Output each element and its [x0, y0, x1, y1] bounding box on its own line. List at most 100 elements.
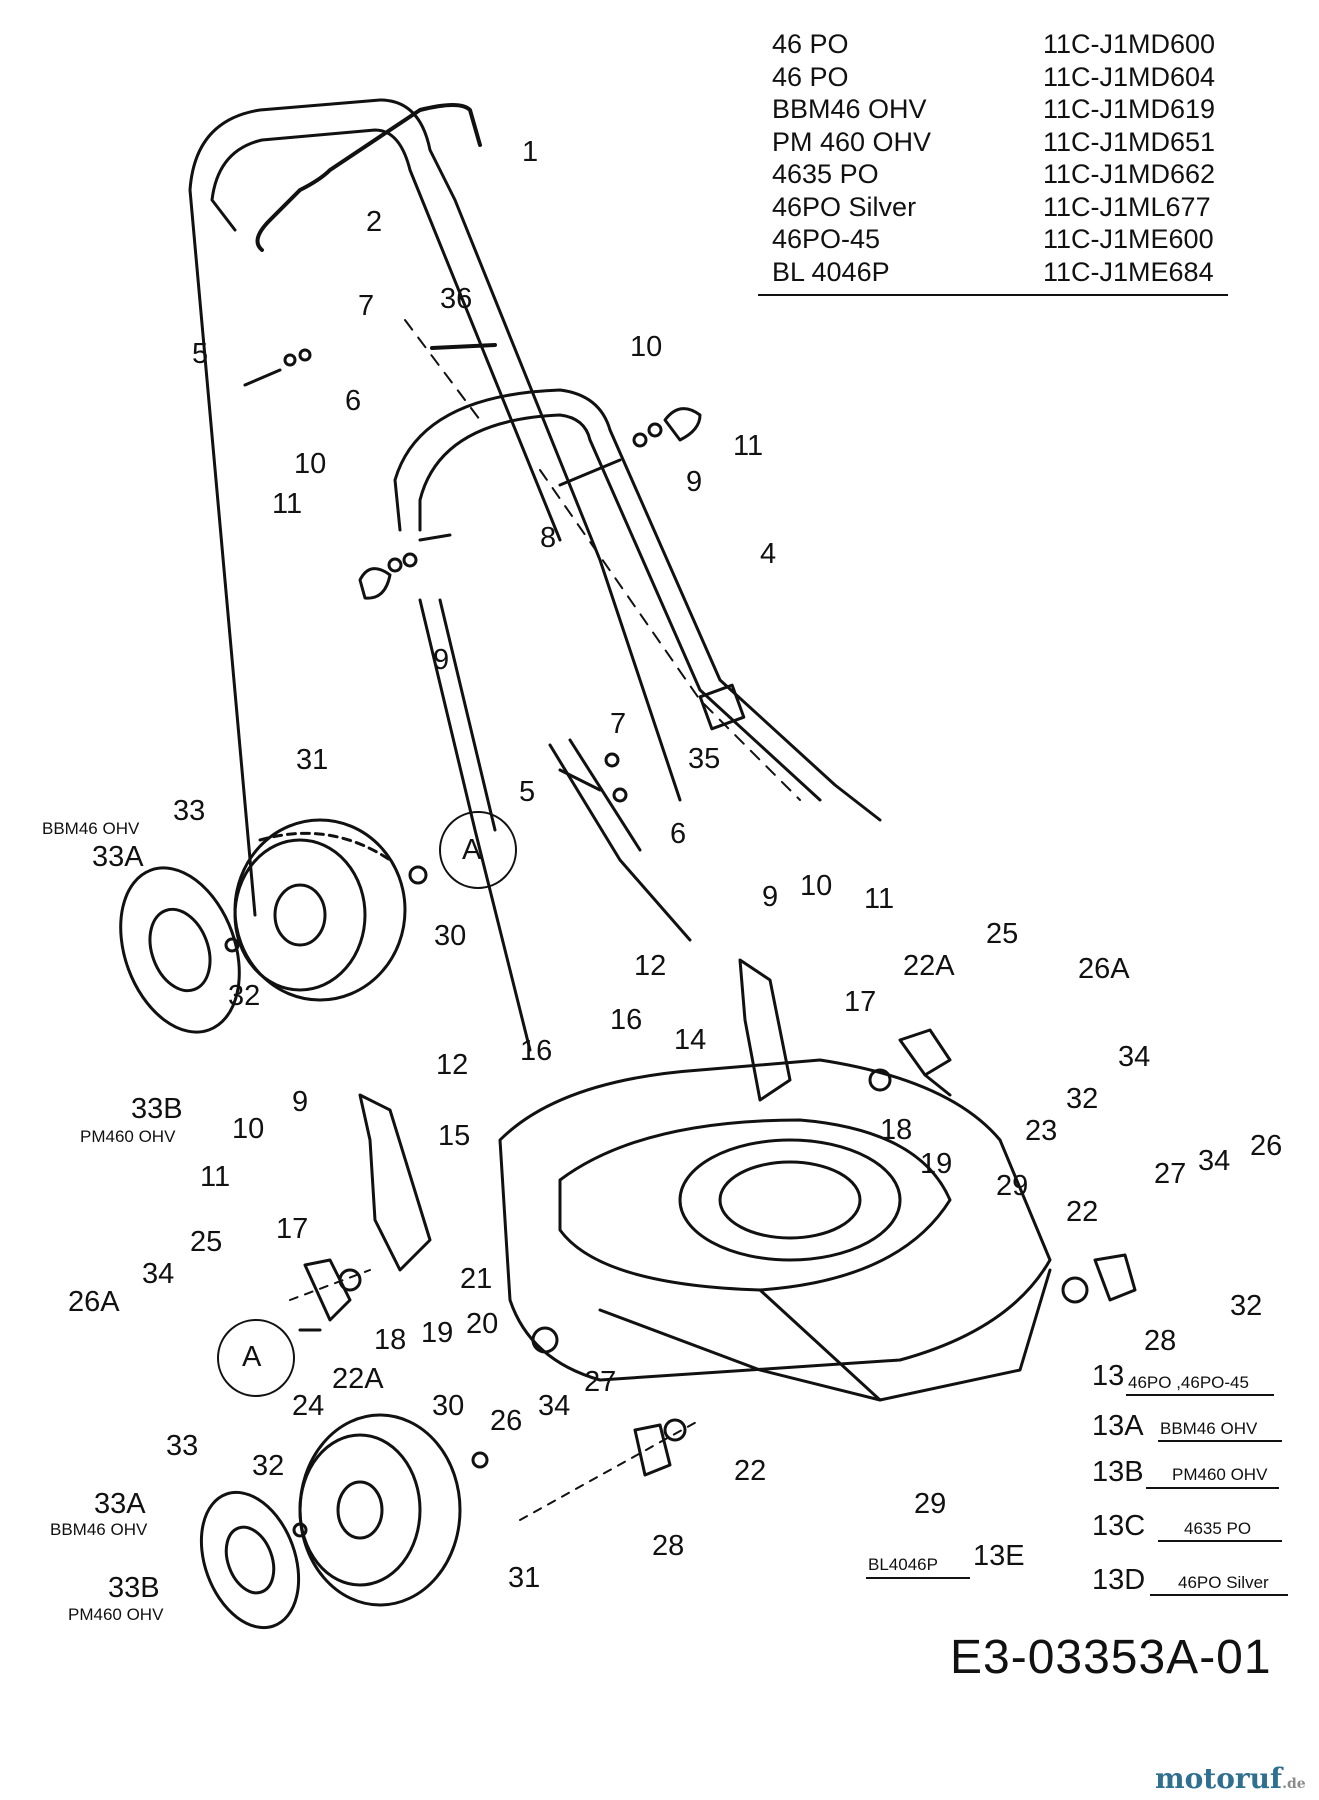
callout-14: 14	[674, 1024, 707, 1056]
detail-label-a: A	[462, 834, 482, 866]
axle-bracket-upper	[898, 1028, 952, 1097]
variant-note-13e: BL4046P	[868, 1555, 938, 1574]
axle-bracket-lower-left	[298, 1258, 352, 1332]
washer-22-bottom	[663, 1418, 687, 1442]
callout-28: 28	[652, 1530, 685, 1562]
callout-4: 4	[760, 538, 777, 570]
hub-washer	[224, 937, 240, 953]
hub-washer-lower	[292, 1522, 308, 1538]
axle-bracket-bottom	[633, 1423, 672, 1477]
callout-30: 30	[432, 1390, 465, 1422]
callout-13e: 13E	[973, 1540, 1025, 1572]
upper-handle	[188, 98, 682, 1052]
variant-note-pm460: PM460 OHV	[68, 1605, 164, 1624]
callout-33a: 33A	[94, 1488, 146, 1520]
callout-30: 30	[434, 920, 467, 952]
callout-10: 10	[294, 448, 327, 480]
callout-13: 13	[1092, 1360, 1125, 1392]
callout-32: 32	[252, 1450, 285, 1482]
callout-15: 15	[438, 1120, 471, 1152]
callout-9: 9	[292, 1086, 309, 1118]
callout-25: 25	[986, 918, 1019, 950]
callout-9: 9	[762, 881, 779, 913]
callout-33: 33	[166, 1430, 199, 1462]
callout-22a: 22A	[903, 950, 955, 982]
callout-11: 11	[733, 430, 764, 462]
variant-note-13a: BBM46 OHV	[1160, 1419, 1258, 1438]
variant-underline	[1146, 1487, 1279, 1489]
callout-32: 32	[1230, 1290, 1263, 1322]
detail-circle-a-upper	[439, 811, 517, 889]
callout-5: 5	[192, 338, 209, 370]
callout-6: 6	[670, 818, 687, 850]
detail-label-a: A	[242, 1341, 262, 1373]
callout-16: 16	[610, 1004, 643, 1036]
callout-27: 27	[584, 1366, 617, 1398]
callout-26a: 26A	[1078, 953, 1130, 985]
callout-33b: 33B	[131, 1093, 183, 1125]
axle-bracket-lower-right	[1093, 1253, 1137, 1302]
height-adjuster-14	[738, 958, 792, 1102]
callout-17: 17	[844, 986, 877, 1018]
callout-36: 36	[440, 283, 473, 315]
callout-13a: 13A	[1092, 1410, 1144, 1442]
callout-12: 12	[436, 1049, 469, 1081]
washer-30	[408, 865, 428, 885]
callout-7: 7	[610, 708, 627, 740]
variant-note-13c: 4635 PO	[1184, 1519, 1252, 1538]
callout-29: 29	[914, 1488, 947, 1520]
callout-19: 19	[920, 1148, 953, 1180]
callout-1: 1	[522, 136, 539, 168]
callout-26: 26	[1250, 1130, 1283, 1162]
control-bail	[255, 103, 482, 252]
lower-handle	[393, 388, 882, 942]
callout-22: 22	[734, 1455, 767, 1487]
callout-27: 27	[1154, 1158, 1187, 1190]
wheel-upper	[233, 818, 407, 1002]
callout-22: 22	[1066, 1196, 1099, 1228]
cable-dashed	[404, 319, 801, 801]
drawing-number: E3-03353A-01	[950, 1631, 1272, 1684]
hubcap-upper	[119, 866, 241, 1034]
callout-11: 11	[200, 1161, 231, 1193]
variant-note-13b: PM460 OHV	[1172, 1465, 1268, 1484]
callout-24: 24	[292, 1390, 325, 1422]
callout-10: 10	[630, 331, 663, 363]
callout-7: 7	[358, 290, 375, 322]
callout-8: 8	[540, 522, 557, 554]
variant-underline	[1158, 1440, 1282, 1442]
callout-13d: 13D	[1092, 1564, 1146, 1596]
callout-33: 33	[173, 795, 206, 827]
callout-35: 35	[688, 743, 721, 775]
variant-note-pm460: PM460 OHV	[80, 1127, 176, 1146]
callout-18: 18	[880, 1114, 913, 1146]
callout-9: 9	[686, 466, 703, 498]
callout-13c: 13C	[1092, 1510, 1146, 1542]
callout-6: 6	[345, 385, 362, 417]
variant-note-bbm46: BBM46 OHV	[42, 819, 140, 838]
callout-29: 29	[996, 1170, 1029, 1202]
hubcap-lower	[199, 1490, 301, 1630]
callout-20: 20	[466, 1308, 499, 1340]
fasteners-upper	[243, 348, 702, 803]
height-adjuster-15	[358, 1093, 432, 1272]
handle-bracket	[698, 683, 746, 731]
callout-26: 26	[490, 1405, 523, 1437]
callout-9: 9	[433, 644, 450, 676]
callout-34: 34	[142, 1258, 175, 1290]
washer-22a-left	[338, 1268, 362, 1292]
callout-5: 5	[519, 776, 536, 808]
callout-11: 11	[272, 488, 303, 520]
variant-underline	[866, 1577, 970, 1579]
callout-28: 28	[1144, 1325, 1177, 1357]
washer-22-right	[1061, 1276, 1089, 1304]
callout-33b: 33B	[108, 1572, 160, 1604]
